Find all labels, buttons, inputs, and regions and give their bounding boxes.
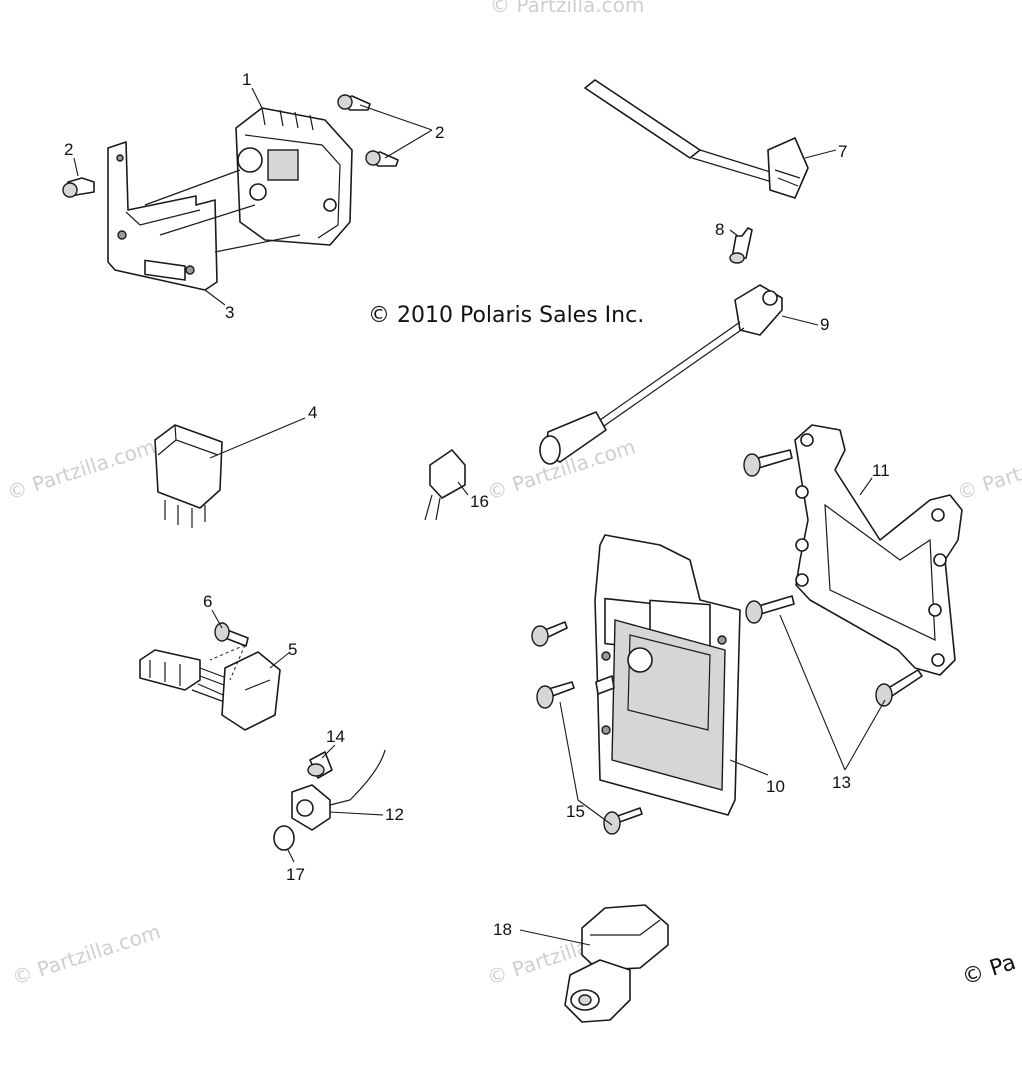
part-13-bolts [743,449,923,707]
part-5-harness [139,644,281,731]
callout-11: 11 [872,461,890,480]
callout-2: 2 [435,123,444,142]
part-3-bracket [107,141,218,291]
callout-18: 18 [493,920,512,939]
copyright-text: © 2010 Polaris Sales Inc. [368,303,644,328]
callout-2: 2 [64,140,73,159]
part-16-connector [424,449,466,521]
part-14-fitting [307,751,333,779]
part-6-bolt [214,622,249,647]
part-12-sensor [291,749,386,831]
part-7-sensor [584,79,809,199]
watermark: © Partzilla.com [490,0,644,17]
part-11-plate [794,424,963,676]
part-2-screws [62,94,399,198]
callout-16: 16 [470,492,489,511]
callout-4: 4 [308,403,317,422]
callout-10: 10 [766,777,785,796]
part-10-ecu [594,534,741,816]
edge-watermark: © Pa [959,950,1019,991]
callout-3: 3 [225,303,234,322]
callout-labels: 1 2 2 3 4 5 6 7 8 9 10 11 12 13 14 15 16… [64,70,890,939]
watermark: © Partzilla.com [954,434,1022,505]
part-18-sensor [564,904,669,1023]
part-9-sensor [539,284,783,465]
part-4-relay [154,424,223,528]
callout-9: 9 [820,315,829,334]
callout-13: 13 [832,773,851,792]
part-1-module [144,107,353,253]
callout-1: 1 [242,70,251,89]
watermark-layer: © Partzilla.com © Partzilla.com © Partzi… [4,0,1022,991]
callout-15: 15 [566,802,585,821]
part-15-screws [531,621,643,835]
callout-6: 6 [203,592,212,611]
watermark: © Partzilla.com [4,434,158,505]
callout-17: 17 [286,865,305,884]
watermark: © Partzilla.com [9,919,163,990]
callout-5: 5 [288,640,297,659]
callout-8: 8 [715,220,724,239]
callout-12: 12 [385,805,404,824]
part-8-bolt [729,227,753,264]
callout-7: 7 [838,142,847,161]
part-17-oring [273,825,295,851]
callout-14: 14 [326,727,345,746]
leader-lines [73,87,886,946]
